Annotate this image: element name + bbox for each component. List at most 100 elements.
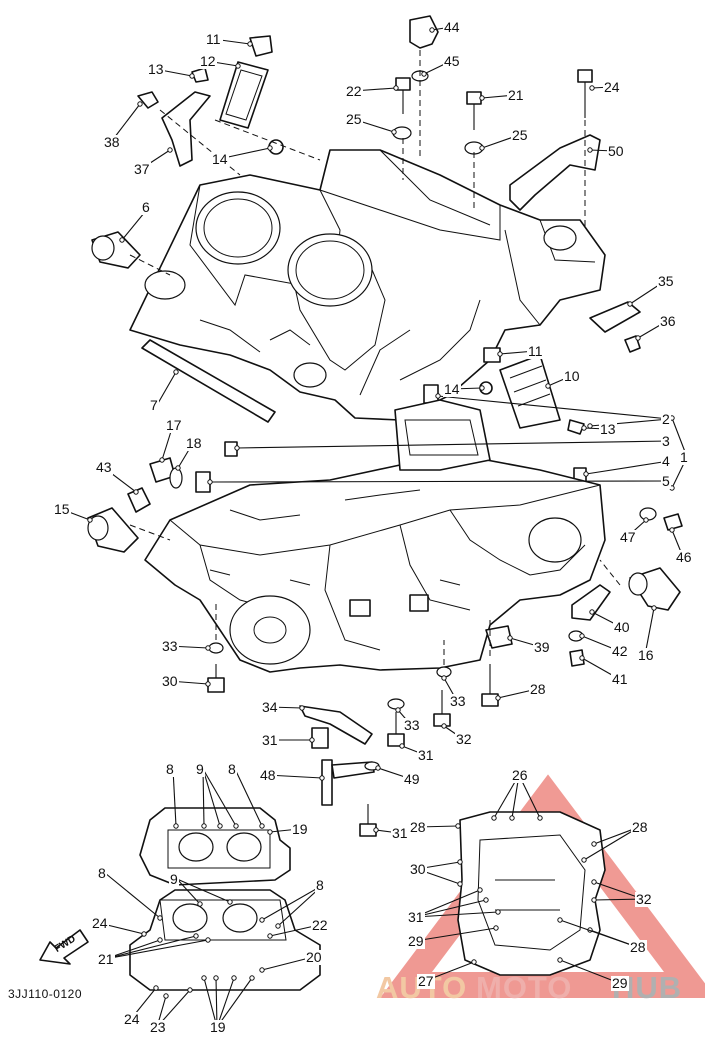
leader-line-c5-0 — [209, 480, 670, 483]
part-13-screw-b — [567, 419, 585, 435]
leader-end-c39-0 — [507, 635, 513, 641]
callout-label-c29a: 29 — [408, 933, 424, 949]
part-18-oring — [169, 467, 183, 489]
callout-bg-c14b — [443, 382, 461, 397]
leader-end-c8d-0 — [259, 917, 265, 923]
leader-end-c32a-0 — [441, 723, 447, 729]
part-31-bolt-b — [387, 733, 405, 747]
leader-end-c11b-0 — [497, 351, 503, 357]
part-13-bolt — [191, 67, 209, 83]
right-lower-parts — [485, 507, 683, 667]
part-7-pipe — [141, 339, 276, 423]
callout-bg-c8b — [227, 762, 237, 777]
callout-label-c13a: 13 — [148, 61, 164, 77]
leader-end-c13a-0 — [189, 73, 195, 79]
leader-end-c32b-0 — [591, 879, 597, 885]
fwd-arrow: FWD — [39, 929, 89, 965]
callout-bg-c35 — [657, 274, 675, 289]
leader-end-c15-0 — [87, 517, 93, 523]
callout-label-c34: 34 — [262, 699, 278, 715]
callout-bg-c30b — [409, 862, 427, 877]
leader-end-c28c-1 — [581, 857, 587, 863]
callout-bg-c27 — [417, 974, 435, 989]
callout-label-c36: 36 — [660, 313, 676, 329]
callout-bg-c28d — [629, 940, 647, 955]
leader-line-c22b-0 — [269, 924, 320, 937]
part-28-bolt — [481, 693, 499, 707]
callout-bg-c21b — [97, 952, 115, 967]
callout-bg-c10 — [563, 369, 581, 384]
leader-line-c8c-0 — [104, 872, 161, 919]
callout-label-c28d: 28 — [630, 939, 646, 955]
callout-bg-c11a — [205, 32, 223, 47]
leader-end-c9a-2 — [233, 823, 239, 829]
leader-end-c19b-3 — [249, 975, 255, 981]
callout-label-c24b: 24 — [92, 915, 108, 931]
callout-label-c8a: 8 — [166, 761, 174, 777]
callout-label-c24a: 24 — [604, 79, 620, 95]
callout-bg-c32b — [635, 892, 653, 907]
callout-label-c9a: 9 — [196, 761, 204, 777]
leader-end-c32b-1 — [591, 897, 597, 903]
callout-bg-c12 — [199, 54, 217, 69]
callout-label-c7: 7 — [150, 397, 158, 413]
callout-labels: 1112133837146444522252125245035361110147… — [53, 19, 693, 1035]
leader-end-c9a-1 — [217, 823, 223, 829]
leader-end-c14b-0 — [479, 385, 485, 391]
leader-end-c5-0 — [207, 479, 213, 485]
leader-end-c33a-0 — [205, 645, 211, 651]
callout-label-c40: 40 — [614, 619, 630, 635]
callout-label-c35: 35 — [658, 273, 674, 289]
leader-end-c8b-0 — [259, 823, 265, 829]
leader-line-c28c-1 — [583, 826, 640, 861]
callout-bg-c25b — [511, 128, 529, 143]
callout-label-c4: 4 — [662, 453, 670, 469]
callout-bg-c7 — [149, 398, 159, 413]
leader-end-c8c-0 — [157, 915, 163, 921]
callout-label-c42: 42 — [612, 643, 628, 659]
callout-label-c38: 38 — [104, 134, 120, 150]
leader-end-c46-0 — [669, 527, 675, 533]
leader-end-c42-0 — [579, 633, 585, 639]
part-37-bracket — [161, 91, 211, 167]
leader-end-c33b-0 — [441, 675, 447, 681]
callout-bg-c17 — [165, 418, 183, 433]
part-50-bracket — [509, 134, 601, 211]
leader-end-c34-0 — [299, 705, 305, 711]
leader-end-c30b-1 — [457, 881, 463, 887]
leader-end-c30b-0 — [457, 859, 463, 865]
watermark-text-moto: MOTO — [476, 970, 572, 1005]
callout-bg-c11b — [527, 344, 545, 359]
leader-end-c38-0 — [137, 101, 143, 107]
callout-label-c43: 43 — [96, 459, 112, 475]
leader-end-c9b-1 — [227, 899, 233, 905]
leader-end-c6-0 — [119, 237, 125, 243]
leader-end-c8d-1 — [275, 923, 281, 929]
leader-end-c2-1 — [587, 423, 593, 429]
callout-bg-c50 — [607, 144, 625, 159]
callout-bg-c30a — [161, 674, 179, 689]
callout-label-c28a: 28 — [530, 681, 546, 697]
callout-bg-c41 — [611, 672, 629, 687]
callout-label-c31a: 31 — [262, 732, 278, 748]
callout-bg-c9a — [195, 762, 205, 777]
leader-line-c29b-0 — [559, 959, 620, 984]
leader-end-c9a-0 — [201, 823, 207, 829]
top-right-parts — [392, 15, 641, 353]
callout-label-c8c: 8 — [98, 865, 106, 881]
leader-end-c45-0 — [421, 71, 427, 77]
leader-end-c29a-0 — [493, 925, 499, 931]
callout-label-c28c: 28 — [632, 819, 648, 835]
leader-end-c36-0 — [635, 335, 641, 341]
callout-bg-c42 — [611, 644, 629, 659]
callout-label-c45: 45 — [444, 53, 460, 69]
leader-end-c31d-0 — [477, 887, 483, 893]
callout-label-c11b: 11 — [528, 343, 543, 359]
callout-bg-c31c — [391, 826, 409, 841]
part-33-washer-c — [387, 698, 405, 710]
callout-bg-c33a — [161, 639, 179, 654]
leader-end-c16-0 — [651, 605, 657, 611]
leader-end-c14a-0 — [267, 145, 273, 151]
callout-label-c15: 15 — [54, 501, 70, 517]
